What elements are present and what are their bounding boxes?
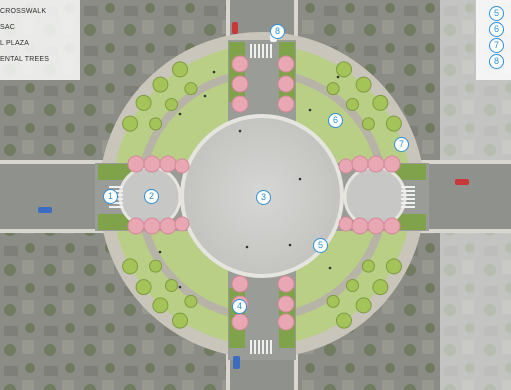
- legend-item-4: ENTAL TREES: [0, 56, 50, 63]
- green-tree: [372, 94, 389, 111]
- green-tree: [122, 258, 139, 275]
- green-tree: [346, 279, 359, 292]
- marker-5: 5: [313, 238, 328, 253]
- legend-number-8: 8: [489, 54, 504, 69]
- crosswalk-north: [250, 44, 272, 58]
- marker-3-plaza: 3: [256, 190, 271, 205]
- green-tree: [172, 312, 188, 329]
- green-tree: [355, 297, 372, 314]
- green-tree: [372, 279, 389, 296]
- people: [158, 70, 340, 289]
- green-tree: [122, 115, 139, 132]
- green-tree: [135, 279, 152, 296]
- green-tree: [149, 259, 163, 273]
- car-blue-west: [38, 207, 52, 213]
- legend-number-5: 5: [489, 6, 504, 21]
- green-tree: [172, 61, 188, 78]
- legend-number-6: 6: [489, 22, 504, 37]
- green-tree: [385, 115, 402, 132]
- green-tree: [326, 82, 340, 96]
- legend-number-7: 7: [489, 38, 504, 53]
- green-tree: [184, 294, 198, 308]
- green-tree: [336, 312, 352, 329]
- green-tree: [346, 98, 359, 111]
- green-tree: [152, 297, 169, 314]
- green-tree: [385, 258, 402, 275]
- legend-panel-right: 5 6 7 8: [476, 0, 511, 80]
- marker-2-cul-de-sac: 2: [144, 189, 159, 204]
- green-tree: [165, 98, 178, 111]
- green-tree: [361, 259, 375, 273]
- legend-item-3: L PLAZA: [0, 40, 30, 47]
- crosswalk-east: [401, 186, 415, 208]
- green-tree: [165, 279, 178, 292]
- green-tree: [135, 94, 152, 111]
- green-tree: [326, 294, 340, 308]
- car-red-east: [455, 179, 469, 185]
- green-tree: [149, 117, 163, 131]
- legend-panel: CROSSWALK SAC L PLAZA ENTAL TREES: [0, 0, 80, 80]
- marker-4-ornamental-trees: 4: [232, 299, 247, 314]
- crosswalk-south: [250, 340, 272, 354]
- green-tree: [152, 76, 169, 93]
- green-tree: [355, 76, 372, 93]
- green-tree: [184, 82, 198, 96]
- legend-item-2: SAC: [0, 24, 15, 31]
- marker-6: 6: [328, 113, 343, 128]
- green-tree: [336, 61, 352, 78]
- marker-8: 8: [270, 24, 285, 39]
- car-blue-south: [233, 356, 240, 369]
- marker-7: 7: [394, 137, 409, 152]
- marker-1-crosswalk: 1: [103, 189, 118, 204]
- perimeter-trees: [122, 61, 402, 329]
- car-red-north: [232, 22, 238, 34]
- green-tree: [361, 117, 375, 131]
- legend-item-1: CROSSWALK: [0, 8, 47, 15]
